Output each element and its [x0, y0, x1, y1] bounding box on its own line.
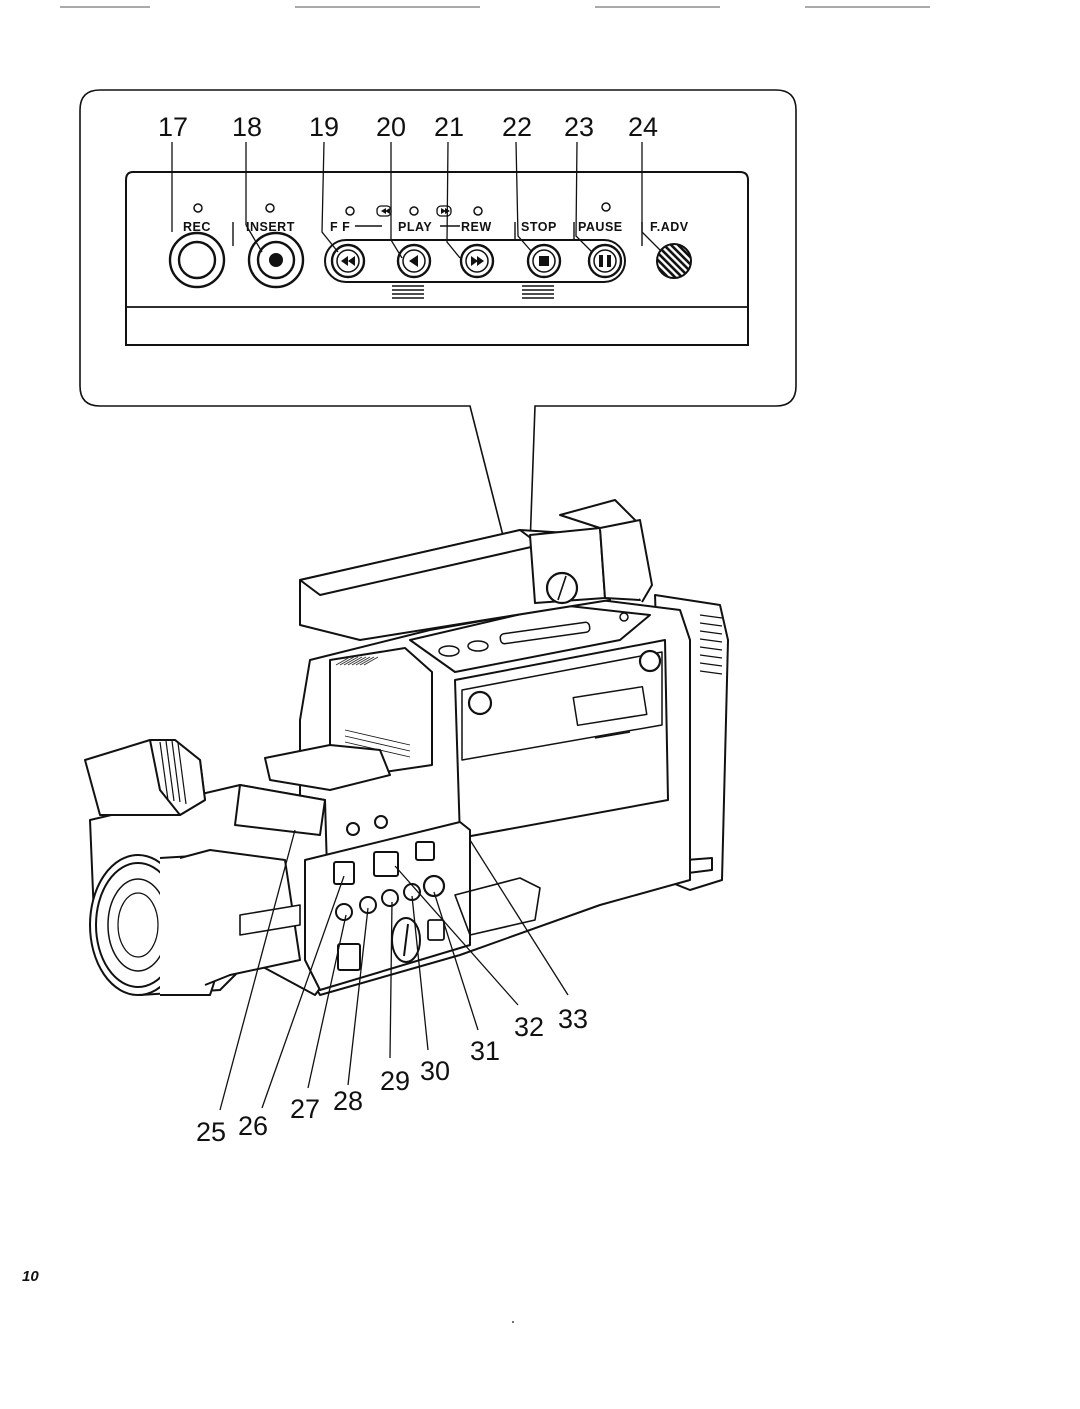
indicator-lamps	[193, 202, 611, 216]
callout-28: 28	[333, 1086, 363, 1116]
bottom-leader-lines	[219, 829, 569, 1111]
callout-22: 22	[502, 112, 532, 142]
callout-23: 23	[564, 112, 594, 142]
ff-button[interactable]	[330, 243, 366, 279]
camcorder-illustration	[84, 499, 729, 996]
callout-29: 29	[380, 1066, 410, 1096]
pause-label: PAUSE	[578, 220, 623, 234]
callout-33: 33	[558, 1004, 588, 1034]
insert-button[interactable]	[247, 231, 305, 289]
callout-32: 32	[514, 1012, 544, 1042]
callout-balloon	[79, 89, 797, 631]
rec-label: REC	[183, 220, 211, 234]
ff-label: F F	[330, 220, 350, 234]
play-label: PLAY	[398, 220, 432, 234]
stop-label: STOP	[521, 220, 557, 234]
callout-17: 17	[158, 112, 188, 142]
callout-20: 20	[376, 112, 406, 142]
stop-button[interactable]	[526, 243, 562, 279]
fadv-label: F.ADV	[650, 220, 689, 234]
top-leader-lines	[171, 141, 661, 259]
callout-31: 31	[470, 1036, 500, 1066]
callout-21: 21	[434, 112, 464, 142]
callout-27: 27	[290, 1094, 320, 1124]
callout-26: 26	[238, 1111, 268, 1141]
insert-label: INSERT	[246, 220, 295, 234]
fadv-button[interactable]	[656, 243, 692, 279]
control-panel: REC INSERT F F PLAY REW STOP PAUSE F.ADV	[125, 171, 749, 346]
pause-button[interactable]	[587, 243, 623, 279]
play-button[interactable]	[396, 243, 432, 279]
callout-24: 24	[628, 112, 658, 142]
rew-button[interactable]	[459, 243, 495, 279]
callout-30: 30	[420, 1056, 450, 1086]
page-number: 10	[22, 1268, 39, 1285]
grille-marks	[392, 285, 554, 299]
rew-label: REW	[461, 220, 492, 234]
rec-button[interactable]	[168, 231, 226, 289]
callout-25: 25	[196, 1117, 226, 1147]
callout-19: 19	[309, 112, 339, 142]
callout-18: 18	[232, 112, 262, 142]
